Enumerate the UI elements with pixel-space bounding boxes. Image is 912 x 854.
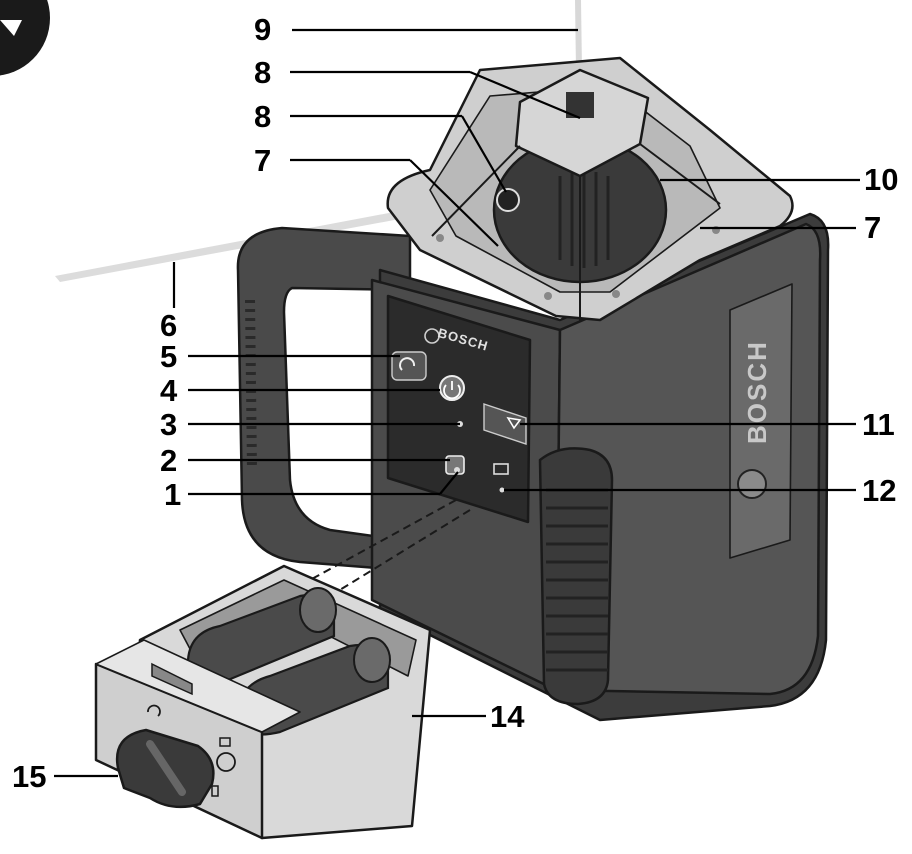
callout-6: 6 — [160, 308, 178, 343]
lock-symbol-icon — [147, 704, 161, 717]
callout-10: 10 — [864, 162, 899, 197]
callout-5: 5 — [160, 339, 178, 374]
side-brand-logo: BOSCH — [742, 340, 772, 444]
handle-grip-ridges — [245, 299, 257, 471]
battery-status-indicator — [216, 752, 236, 772]
battery-insert-guide — [329, 509, 471, 597]
callout-12: 12 — [862, 473, 897, 508]
carrying-handle — [236, 226, 412, 572]
side-logo-emblem — [737, 469, 767, 499]
battery-icon — [493, 463, 509, 475]
cage-screw — [612, 290, 620, 298]
corner-badge-arrow-icon — [0, 20, 22, 36]
tilt-icon — [506, 416, 522, 430]
power-icon — [443, 381, 461, 400]
battery-insert-guide — [309, 499, 457, 581]
callout-7-left: 7 — [254, 143, 272, 178]
tray-side-latch — [151, 662, 193, 696]
tray-front-top-edge — [95, 639, 301, 733]
rotation-button[interactable] — [391, 351, 427, 381]
pyramid-ridges — [431, 143, 721, 322]
callout-15: 15 — [12, 759, 47, 794]
callout-7-right: 7 — [864, 210, 882, 245]
callout-8-top: 8 — [254, 55, 272, 90]
cage-screw — [436, 234, 444, 242]
leader-lines — [54, 28, 860, 778]
rubber-bumper — [538, 447, 614, 706]
tilt-button[interactable] — [483, 403, 527, 445]
corner-badge — [0, 0, 50, 76]
laser-exit-opening — [496, 188, 520, 212]
callout-1: 1 — [164, 477, 182, 512]
callout-14: 14 — [490, 699, 525, 734]
callout-9: 9 — [254, 12, 272, 47]
panel-logo-emblem — [424, 328, 440, 344]
callout-2: 2 — [160, 443, 178, 478]
callout-4: 4 — [160, 373, 178, 408]
rotation-icon — [399, 357, 416, 371]
locking-knob-grip — [146, 740, 186, 796]
cage-screw — [544, 292, 552, 300]
callout-11: 11 — [862, 407, 895, 442]
callout-8-side: 8 — [254, 99, 272, 134]
unlock-symbol-icon — [211, 785, 219, 797]
callout-3: 3 — [160, 407, 178, 442]
battery-led — [499, 487, 505, 493]
rotating-head-ribs — [558, 170, 610, 268]
battery-type-icon — [219, 737, 231, 747]
warning-led — [454, 467, 460, 473]
